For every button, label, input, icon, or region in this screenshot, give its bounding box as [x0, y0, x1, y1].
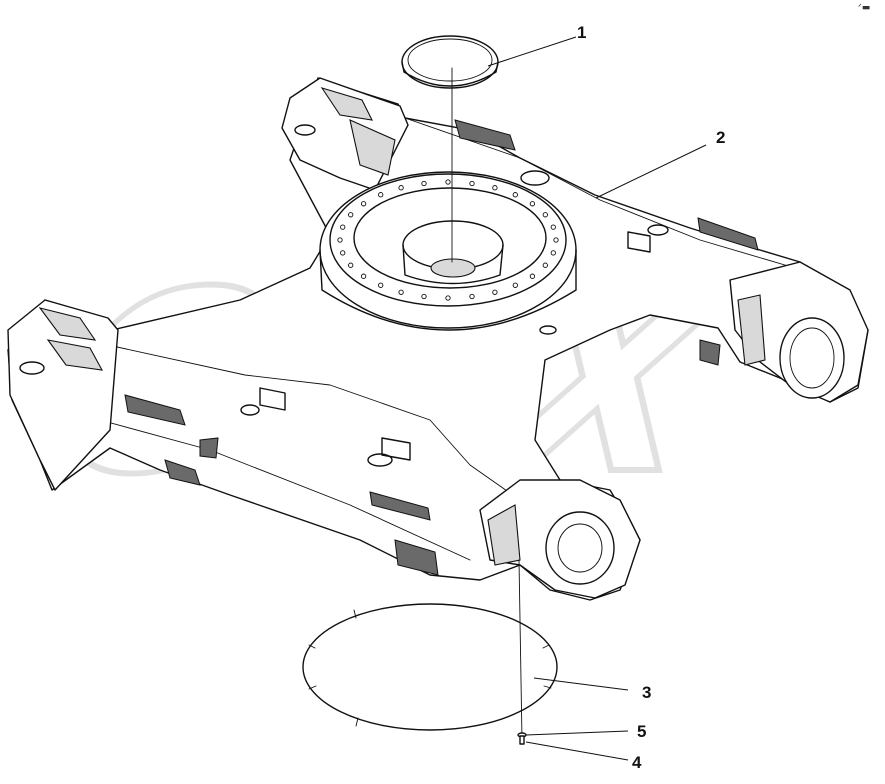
ring-bolt-hole: [512, 192, 518, 198]
small-block-3: [627, 231, 651, 253]
front-lower-bore: [545, 511, 615, 585]
left-rear-bracket-2: [46, 339, 104, 371]
underside-roller-1: [164, 459, 201, 486]
upper-gusset: [349, 119, 396, 176]
bolt-axis-line: [518, 559, 523, 741]
ring-bolt-hole: [340, 224, 346, 230]
front-lower-bracket: [487, 504, 521, 566]
ring-bolt-hole: [445, 295, 451, 301]
ring-bolt-hole: [421, 180, 427, 187]
small-block-4: [199, 437, 219, 459]
ring-bolt-hole: [492, 289, 498, 295]
left-rear-slot: [19, 361, 45, 375]
ring-bolt-hole: [348, 212, 354, 218]
track-guard-lower: [369, 491, 431, 521]
ring-bolt-hole: [492, 185, 498, 191]
callouts: 1 2 3 5 4: [577, 23, 725, 772]
ring-bolt-hole: [360, 273, 367, 279]
swing-ring-face: [329, 173, 567, 307]
ring-bolt-hole: [469, 180, 475, 187]
ring-bolt-hole: [542, 262, 548, 268]
ring-bolt-hole: [550, 250, 556, 256]
ring-bolt-hole: [529, 201, 536, 207]
top-hole-2: [539, 325, 557, 335]
callout-4: 4: [632, 753, 642, 772]
callout-3: 3: [642, 683, 651, 702]
bottom-hole-1: [367, 453, 393, 467]
frame-edge-side: [99, 419, 471, 561]
front-right-bracket: [737, 294, 766, 366]
callout-1: 1: [577, 23, 586, 42]
ring-bolt-hole: [542, 212, 548, 218]
top-hole-1: [520, 170, 550, 186]
ring-bolt-holes: [337, 179, 559, 301]
part-3-cover-plate: [302, 603, 558, 731]
ring-bolt-hole: [348, 262, 354, 268]
top-hole-3: [647, 224, 669, 236]
swing-ring-skirt: [319, 249, 577, 331]
ring-bolt-hole: [360, 201, 367, 207]
part-4-5-bolt: [517, 732, 527, 745]
ring-bolt-hole: [340, 250, 346, 256]
ring-bolt-hole: [337, 237, 343, 243]
left-rear-bracket: [38, 307, 97, 341]
ring-bolt-hole: [553, 237, 559, 243]
front-lower-bore-inner: [557, 523, 603, 573]
center-joint-barrel: [402, 244, 504, 285]
ring-bolt-hole: [445, 179, 451, 185]
ring-bolt-hole: [421, 293, 427, 300]
callout-5: 5: [637, 722, 646, 741]
small-block-1: [259, 387, 286, 411]
small-block-2: [381, 437, 411, 461]
upper-rear-slot: [294, 124, 316, 136]
ring-bolt-hole: [378, 192, 384, 198]
track-guard-upper: [454, 119, 516, 151]
upper-rear-bracket: [320, 87, 373, 121]
part-1-seal-ring: [401, 35, 499, 89]
ring-bolt-hole: [398, 185, 404, 191]
track-guard-left: [124, 394, 186, 426]
left-rear-block: [7, 299, 119, 491]
underside-roller-2: [394, 539, 439, 576]
ring-bolt-hole: [398, 289, 404, 295]
ring-bolt-hole: [378, 282, 384, 288]
bottom-hole-2: [240, 404, 260, 416]
ring-bolt-hole: [550, 224, 556, 230]
center-joint-base: [430, 258, 476, 278]
front-right-bore-inner: [789, 327, 835, 389]
undercarriage-frame: [7, 77, 869, 601]
ring-bolt-hole: [512, 282, 518, 288]
frame-edge-top: [404, 117, 796, 269]
ring-bolt-hole: [469, 293, 475, 300]
callout-2: 2: [716, 128, 725, 147]
underside-roller-3: [699, 339, 721, 366]
corner-mark: ᐟ▬: [858, 3, 870, 13]
track-guard-right: [697, 217, 759, 251]
ring-bolt-hole: [529, 273, 536, 279]
leader-lines: [487, 36, 707, 761]
